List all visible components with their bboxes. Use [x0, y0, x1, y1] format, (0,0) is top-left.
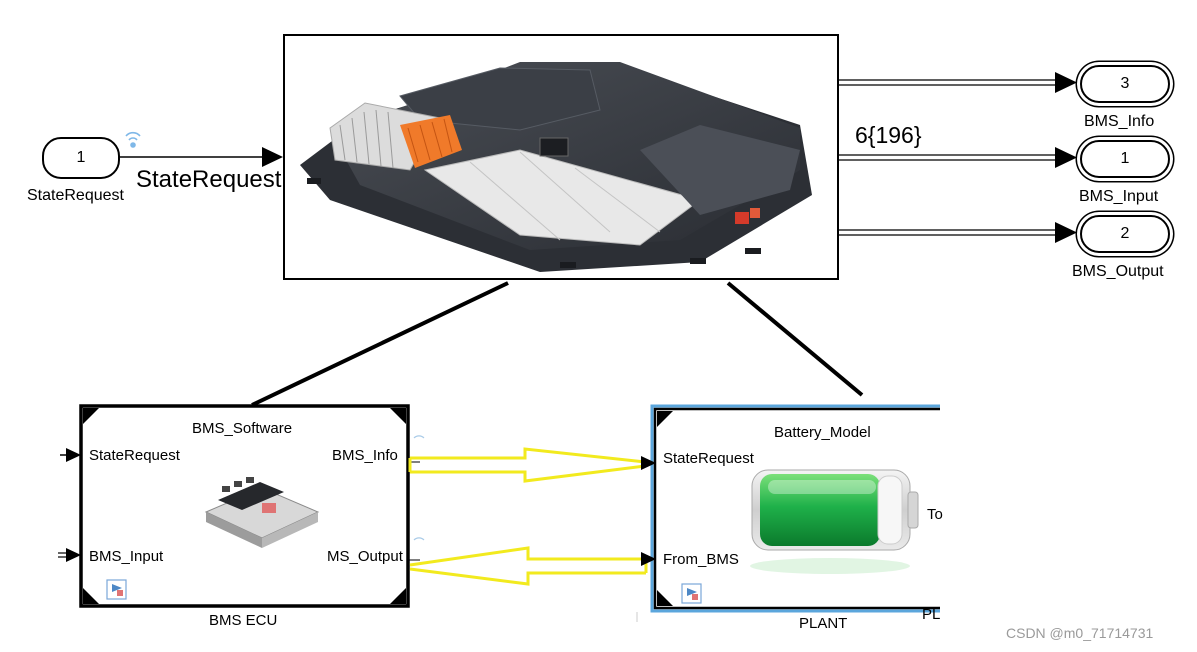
watermark: CSDN @m0_71714731 [1006, 625, 1154, 641]
battery-pack-block[interactable] [283, 34, 839, 280]
bms-software-input-arrow-2 [58, 548, 81, 562]
wireless-icon [125, 131, 141, 148]
connector-line-to-plant [726, 281, 864, 397]
outport-bms-output[interactable]: 2 [1080, 215, 1170, 253]
inport-number: 1 [76, 149, 86, 166]
bms-software-input-port: BMS_Input [89, 548, 164, 565]
outport-number: 1 [1120, 150, 1130, 167]
inport-stateRequest[interactable]: 1 [42, 137, 120, 179]
bms-software-output-port: BMS_Info [332, 447, 398, 464]
bus-label[interactable]: 6{196} [855, 122, 922, 148]
outport-bms-info[interactable]: 3 [1080, 65, 1170, 103]
battery-model-caption-cut: PL [922, 606, 941, 623]
outport-name: BMS_Info [1084, 113, 1155, 130]
ecu-module-image [204, 477, 320, 548]
clip-mask [940, 395, 970, 630]
outport-name: BMS_Output [1072, 263, 1164, 280]
battery-icon [750, 469, 919, 574]
subsystem-link-icon-plant[interactable] [681, 583, 702, 604]
bus-line-bms-input[interactable] [838, 147, 1077, 168]
bms-software-input-arrow-1 [60, 448, 81, 462]
battery-model-caption: PLANT [799, 615, 848, 632]
bms-software-input-port: StateRequest [89, 447, 180, 464]
connector-line-to-bms-ecu [251, 281, 509, 407]
bms-output-wireless-icons [413, 435, 425, 541]
bus-arrow-bms-info-to-plant[interactable] [408, 447, 646, 483]
outport-bms-input[interactable]: 1 [1080, 140, 1170, 178]
signal-label[interactable]: StateRequest [136, 166, 282, 193]
bms-software-caption: BMS ECU [209, 612, 278, 629]
plant-input-arrow-2 [641, 552, 656, 566]
battery-model-input-port: StateRequest [663, 450, 754, 467]
bus-line-bms-info[interactable] [838, 72, 1077, 93]
bus-line-bms-output[interactable] [838, 222, 1077, 243]
bus-arrow-plant-to-bms-output[interactable] [409, 546, 648, 586]
bms-software-title: BMS_Software [192, 420, 293, 437]
signal-stateRequest-line[interactable] [118, 147, 283, 167]
battery-pack-image [300, 62, 812, 272]
outport-number: 3 [1120, 75, 1130, 92]
battery-model-input-port: From_BMS [663, 551, 739, 568]
plant-input-arrow-1 [641, 456, 656, 470]
outport-name: BMS_Input [1079, 188, 1159, 205]
battery-model-title: Battery_Model [774, 424, 871, 441]
inport-name: StateRequest [27, 187, 124, 204]
subsystem-link-icon-bms[interactable] [106, 579, 127, 600]
outport-number: 2 [1120, 225, 1130, 242]
battery-model-output-port-cut: To [927, 506, 943, 523]
bms-software-output-port: MS_Output [327, 548, 403, 565]
